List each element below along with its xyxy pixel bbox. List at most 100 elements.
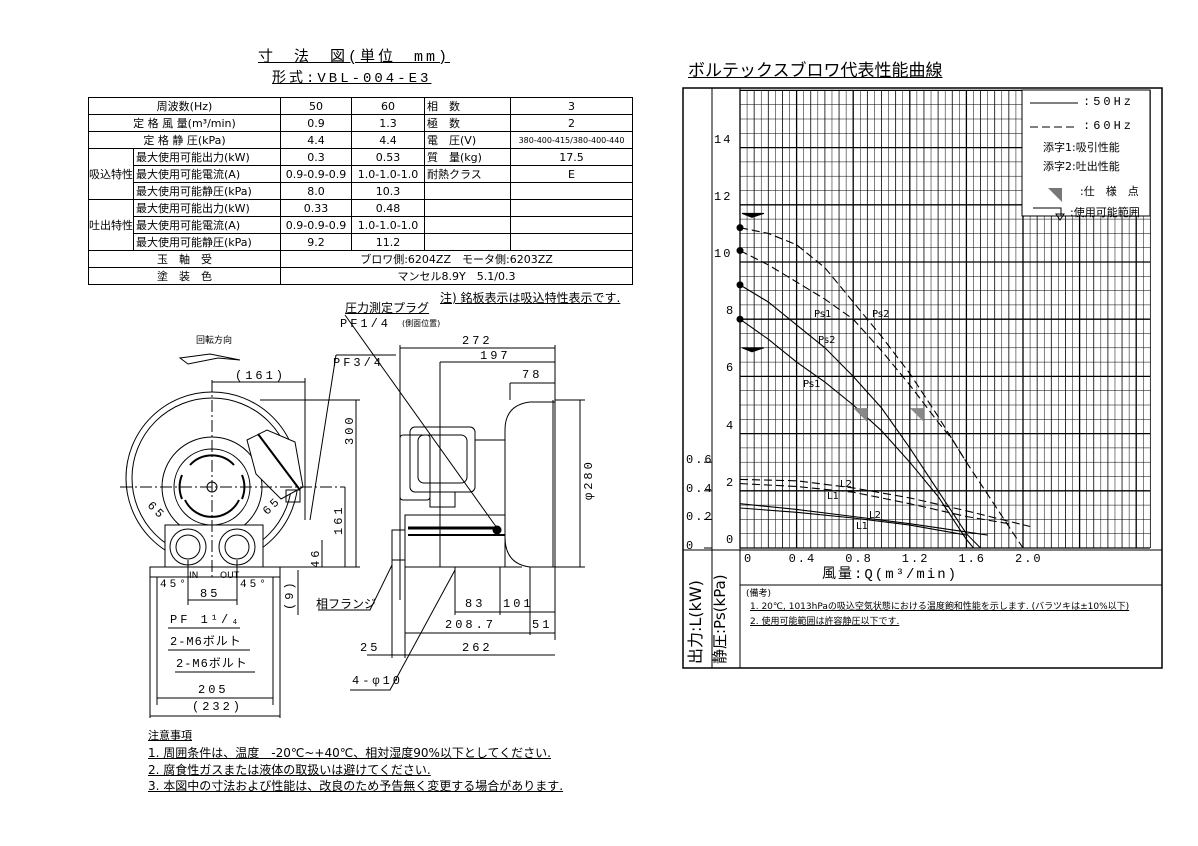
front-view <box>120 353 396 718</box>
spec-label <box>424 199 511 217</box>
chart-title: ボルテックスブロワ代表性能曲線 <box>688 61 943 81</box>
label-pf34: PF3/4 <box>333 356 385 370</box>
dim-197: 197 <box>480 349 511 363</box>
spec-value: 4.4 <box>351 131 425 149</box>
dim-300: 300 <box>343 414 357 445</box>
shutoff-point <box>736 224 744 232</box>
side-view <box>318 314 585 691</box>
performance-chart <box>682 87 1163 669</box>
label-holes: 4-φ10 <box>352 674 404 688</box>
curve-label-ps2-60: Ps2 <box>872 309 890 320</box>
spec-value: 0.53 <box>351 148 425 166</box>
label-out: OUT <box>220 571 240 581</box>
x-tick-label: 0.4 <box>788 552 817 566</box>
label-rotation: 回転方向 <box>196 336 233 346</box>
curve-l1-50hz <box>739 507 967 536</box>
remarks-heading: (備考) <box>746 589 772 599</box>
label-bolt-2: 2-M6ボルト <box>176 657 248 671</box>
shutoff-point <box>736 315 744 323</box>
y-tick-label: 12 <box>714 189 733 204</box>
spec-group: 吐出特性 <box>88 199 134 251</box>
spec-value: マンセル8.9Y 5.1/0.3 <box>280 267 633 285</box>
y-tick-label: 2 <box>726 475 736 490</box>
spec-value: 11.2 <box>351 233 425 251</box>
notes-heading: 注意事項 <box>148 729 192 742</box>
dim-9: (9) <box>283 579 297 610</box>
spec-group: 吸込特性 <box>88 148 134 200</box>
legend-box <box>1021 89 1151 217</box>
model-name: 形式:VBL-004-E3 <box>272 71 432 87</box>
curve-ps2-60hz <box>739 227 1024 549</box>
spec-value: 4.4 <box>280 131 352 149</box>
label-pf114: PF 1¹/₄ <box>170 613 242 627</box>
legend-sub1: 添字1:吸引性能 <box>1043 141 1120 154</box>
label-flange: 相フランジ <box>316 597 377 611</box>
legend-50hz: :50Hz <box>1083 95 1135 109</box>
spec-label: 耐熱クラス <box>424 165 511 183</box>
spec-label: 最大使用可能出力(kW) <box>133 199 281 217</box>
label-bolt-1: 2-M6ボルト <box>170 635 242 649</box>
spec-point-marker <box>909 408 924 423</box>
y2-axis-label: 出力:L(kW) <box>686 580 705 664</box>
spec-value: 1.0-1.0-1.0 <box>351 165 425 183</box>
dim-51: 51 <box>532 618 553 632</box>
remark-item: 2. 使用可能範囲は許容静圧以下です. <box>750 617 900 627</box>
spec-label: 定 格 風 量(m³/min) <box>88 114 281 132</box>
spec-label: 周波数(Hz) <box>88 97 281 115</box>
drawing-title: 寸 法 図(単位 mm) <box>258 49 451 66</box>
spec-label: 定 格 静 圧(kPa) <box>88 131 281 149</box>
curve-label-l2-60: L2 <box>840 479 852 490</box>
spec-value: 10.3 <box>351 182 425 200</box>
y2-tick-label: 0.6 <box>686 453 714 468</box>
spec-label: 最大使用可能静圧(kPa) <box>133 233 281 251</box>
note-item: 3. 本図中の寸法および性能は、改良のため予告無く変更する場合があります. <box>148 779 564 793</box>
spec-value: 0.9-0.9-0.9 <box>280 165 352 183</box>
x-tick-label: 1.2 <box>901 552 930 566</box>
spec-value: E <box>510 165 633 183</box>
x-tick-label: 1.6 <box>958 552 986 566</box>
dim-161-paren: (161) <box>235 369 287 383</box>
dim-46: 46 <box>309 547 323 568</box>
spec-value: 0.33 <box>280 199 352 217</box>
range-limit-marker <box>741 212 765 218</box>
dim-232: (232) <box>192 700 244 714</box>
y-axis-label: 静圧:Ps(kPa) <box>711 574 729 664</box>
curve-l2-60hz <box>739 478 1031 528</box>
dim-205: 205 <box>198 683 229 697</box>
spec-value: 17.5 <box>510 148 633 166</box>
spec-label: 最大使用可能電流(A) <box>133 216 281 234</box>
label-pressure-plug: 圧力測定プラグ <box>345 301 430 315</box>
spec-label: 最大使用可能電流(A) <box>133 165 281 183</box>
spec-label: 最大使用可能出力(kW) <box>133 148 281 166</box>
shutoff-point <box>736 247 744 255</box>
spec-label: 最大使用可能静圧(kPa) <box>133 182 281 200</box>
curve-label-ps2-50: Ps2 <box>818 335 836 346</box>
y-tick-label: 0 <box>726 533 736 547</box>
dim-208-7: 208.7 <box>445 618 497 632</box>
label-pf14: PF1/4 <box>340 317 392 331</box>
spec-value: 9.2 <box>280 233 352 251</box>
y2-tick-label: 0.4 <box>686 481 714 496</box>
spec-label: 質 量(kg) <box>424 148 511 166</box>
y-tick-label: 10 <box>714 247 733 261</box>
chart-frame <box>682 87 1163 669</box>
spec-value: 60 <box>351 97 425 115</box>
note-item: 2. 腐食性ガスまたは液体の取扱いは避けてください. <box>148 763 431 777</box>
spec-label: 電 圧(V) <box>424 131 511 149</box>
spec-label <box>424 182 511 200</box>
curve-label-ps1-60: Ps1 <box>814 309 832 320</box>
y-tick-label: 6 <box>726 361 736 376</box>
spec-value: 0.9 <box>280 114 352 132</box>
spec-label: 塗 装 色 <box>88 267 281 285</box>
spec-value <box>510 216 633 234</box>
y2-tick-label: 0 <box>686 539 696 553</box>
y-tick-label: 4 <box>726 418 736 433</box>
